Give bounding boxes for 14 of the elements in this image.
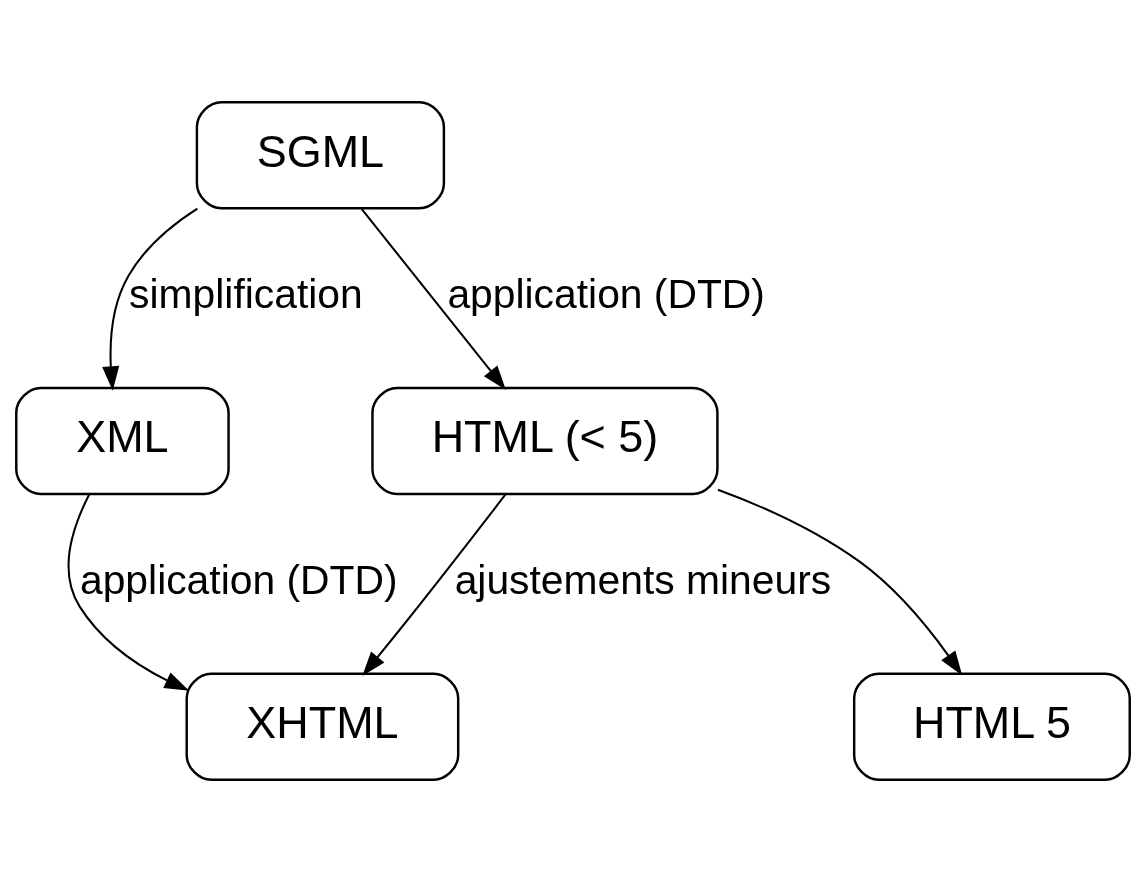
node-box: XML [15, 386, 230, 495]
arrow [362, 493, 507, 676]
node-box: HTML (< 5) [371, 386, 719, 495]
arrow [67, 493, 190, 691]
edge-label: application (DTD) [79, 556, 398, 603]
edge-label: simplification [129, 270, 363, 317]
edge-label: application (DTD) [447, 270, 765, 317]
node-box: SGML [195, 100, 446, 210]
edge-label: ajustements mineurs [454, 556, 832, 603]
node-box: XHTML [185, 671, 460, 781]
node-box: HTML 5 [852, 671, 1131, 781]
arrow [717, 488, 963, 675]
arrow [360, 207, 506, 390]
arrow [102, 207, 198, 391]
